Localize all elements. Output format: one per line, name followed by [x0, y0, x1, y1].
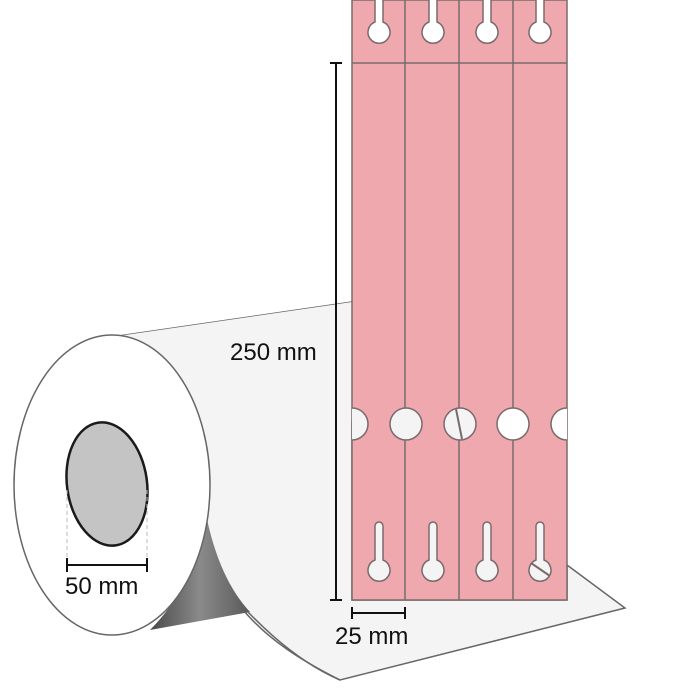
top-keyholes — [367, 0, 552, 44]
length-dimension — [330, 62, 342, 601]
roll-core — [65, 421, 149, 547]
bottom-keyholes — [367, 521, 552, 582]
tag-strip — [351, 0, 568, 601]
tag-length-label: 250 mm — [230, 339, 317, 366]
center-holes — [351, 407, 568, 441]
tag-width-label: 25 mm — [335, 623, 408, 650]
width-dimension — [351, 607, 406, 619]
paper-curve — [247, 611, 341, 681]
core-diameter-label: 50 mm — [65, 573, 138, 600]
core-dimension — [66, 490, 148, 572]
roll-body — [105, 302, 352, 520]
